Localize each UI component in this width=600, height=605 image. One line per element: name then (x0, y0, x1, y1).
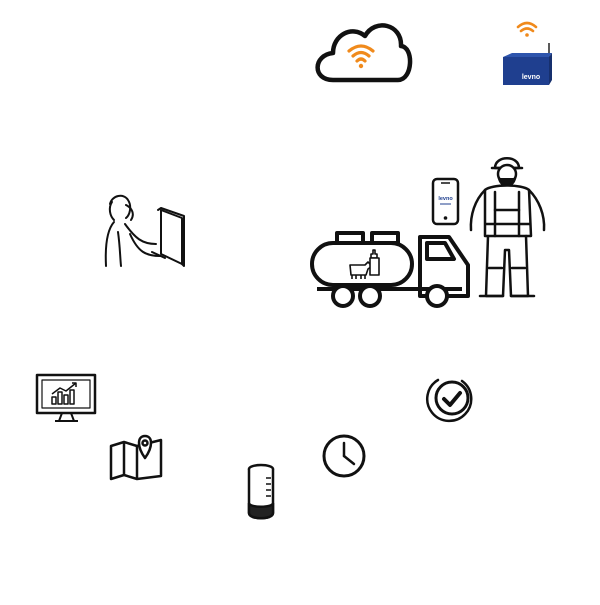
device-brand-label: levno (522, 74, 540, 81)
milk-tanker-truck-icon (310, 231, 470, 308)
driver-safety-vest-icon (469, 157, 546, 298)
milk-level-vat-icon (247, 463, 275, 520)
smartphone-icon: levno (431, 177, 460, 226)
analytics-monitor-icon (35, 373, 97, 422)
clock-icon (322, 434, 366, 478)
map-pin-icon (109, 434, 163, 481)
levno-device-icon: levno (503, 21, 552, 85)
check-circle-icon (425, 378, 473, 423)
office-worker-icon (104, 194, 185, 267)
phone-brand-label: levno (438, 196, 453, 202)
cloud-wifi-icon (315, 23, 413, 83)
